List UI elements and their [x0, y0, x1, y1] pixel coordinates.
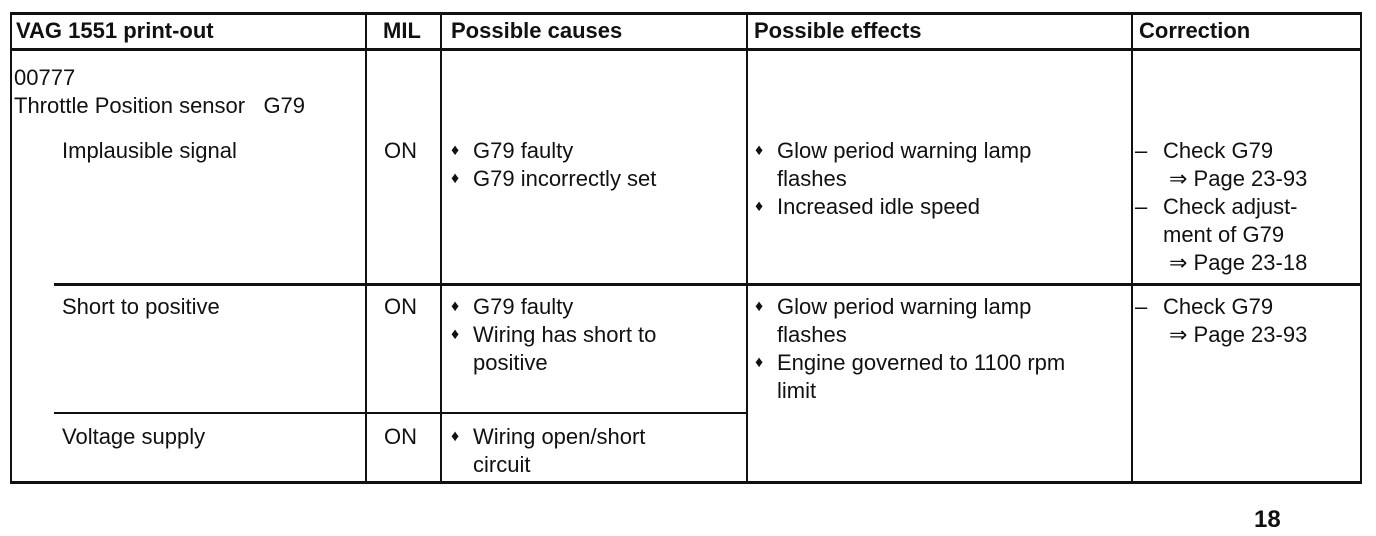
item-text: Increased idle speed — [777, 193, 980, 221]
item-text: G79 faulty — [473, 137, 573, 165]
diamond-bullet-icon: ♦ — [451, 142, 460, 159]
diamond-bullet-icon: ♦ — [451, 298, 460, 315]
item-text: Check adjust-ment of G79 ⇒ Page 23-18 — [1163, 193, 1307, 277]
header-mil: MIL — [383, 18, 421, 43]
item-text: Check G79 ⇒ Page 23-93 — [1163, 293, 1307, 349]
item-line: ment of G79 — [1163, 222, 1285, 247]
diamond-bullet-icon: ♦ — [755, 354, 764, 371]
col-divider-causes — [440, 12, 442, 484]
item-text: Glow period warning lamp flashes — [777, 137, 1031, 193]
col-divider-effects — [746, 12, 748, 484]
diamond-bullet-icon: ♦ — [755, 198, 764, 215]
item-line: ⇒ Page 23-93 — [1169, 322, 1308, 347]
symptom-voltage-supply: Voltage supply — [62, 424, 206, 449]
table-top-border — [10, 12, 1362, 15]
item-line: Wiring open/short — [473, 424, 646, 449]
item-line: flashes — [777, 322, 847, 347]
item-text: G79 incorrectly set — [473, 165, 656, 193]
item-line: G79 faulty — [473, 294, 574, 319]
item-text: Glow period warning lamp flashes — [777, 293, 1031, 349]
item-line: G79 faulty — [473, 138, 574, 163]
item-line: Engine governed to 1100 rpm — [777, 350, 1066, 375]
item-text: G79 faulty — [473, 293, 573, 321]
item-line: limit — [777, 378, 817, 403]
mil-status: ON — [384, 294, 417, 319]
table-bottom-border — [10, 481, 1362, 484]
item-text: Wiring has short to positive — [473, 321, 656, 377]
item-line: positive — [473, 350, 548, 375]
diamond-bullet-icon: ♦ — [755, 298, 764, 315]
mil-status: ON — [384, 138, 417, 163]
item-line: Glow period warning lamp — [777, 294, 1032, 319]
fault-code: 00777 — [14, 65, 76, 90]
item-line: circuit — [473, 452, 531, 477]
page-number: 18 — [1254, 506, 1281, 533]
item-text: Check G79 ⇒ Page 23-93 — [1163, 137, 1307, 193]
header-effects: Possible effects — [754, 18, 922, 43]
item-line: ⇒ Page 23-18 — [1169, 250, 1308, 275]
diamond-bullet-icon: ♦ — [451, 326, 460, 343]
row1-bottom-border — [54, 283, 1362, 286]
diamond-bullet-icon: ♦ — [755, 142, 764, 159]
header-correction: Correction — [1139, 18, 1251, 43]
item-line: G79 incorrectly set — [473, 166, 657, 191]
row2-bottom-border — [54, 412, 746, 414]
dash-marker: – — [1135, 194, 1148, 219]
item-line: flashes — [777, 166, 847, 191]
item-line: Glow period warning lamp — [777, 138, 1032, 163]
fault-component: Throttle Position sensor G79 — [14, 93, 306, 118]
table-left-border — [10, 12, 12, 484]
header-printout: VAG 1551 print-out — [16, 18, 214, 43]
item-line: Increased idle speed — [777, 194, 981, 219]
table-right-border — [1360, 12, 1362, 484]
item-line: ⇒ Page 23-93 — [1169, 166, 1308, 191]
diamond-bullet-icon: ♦ — [451, 428, 460, 445]
mil-status: ON — [384, 424, 417, 449]
header-bottom-border — [10, 48, 1362, 51]
item-text: Engine governed to 1100 rpm limit — [777, 349, 1065, 405]
item-line: Check G79 — [1163, 294, 1274, 319]
col-divider-mil — [365, 12, 367, 484]
symptom-implausible-signal: Implausible signal — [62, 138, 237, 163]
item-line: Check adjust- — [1163, 194, 1298, 219]
dash-marker: – — [1135, 138, 1148, 163]
col-divider-correction — [1131, 12, 1133, 484]
header-causes: Possible causes — [451, 18, 623, 43]
diamond-bullet-icon: ♦ — [451, 170, 460, 187]
item-text: Wiring open/short circuit — [473, 423, 645, 479]
item-line: Check G79 — [1163, 138, 1274, 163]
symptom-short-to-positive: Short to positive — [62, 294, 220, 319]
item-line: Wiring has short to — [473, 322, 657, 347]
dash-marker: – — [1135, 294, 1148, 319]
